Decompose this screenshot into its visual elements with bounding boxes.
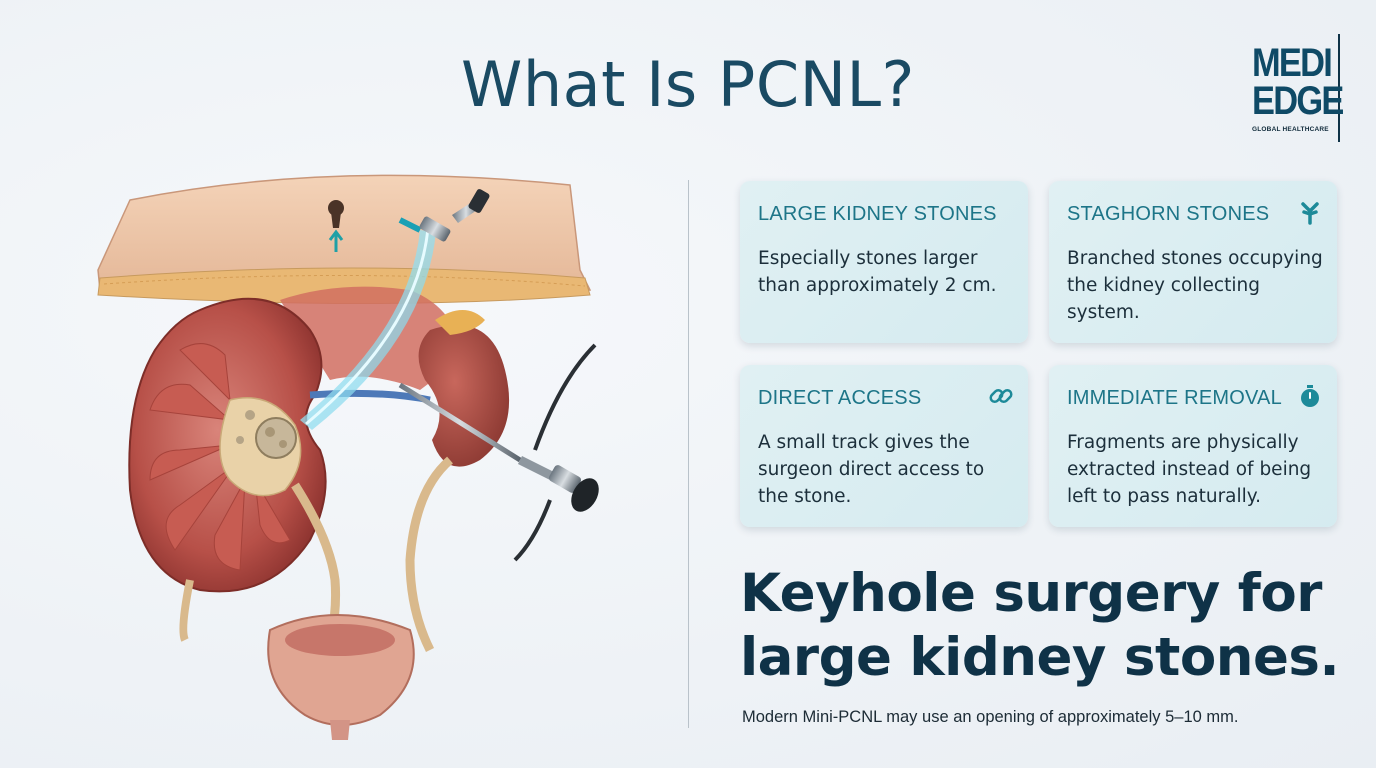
headline-line-2: large kidney stones. <box>740 627 1340 688</box>
card-heading: IMMEDIATE REMOVAL <box>1067 387 1282 409</box>
card-text: Fragments are physically extracted inste… <box>1067 432 1312 507</box>
card-heading: LARGE KIDNEY STONES <box>758 203 997 225</box>
logo-line-1: MEDI <box>1252 41 1333 85</box>
logo-tagline: GLOBAL HEALTHCARE <box>1252 126 1329 133</box>
card-immediate-removal: IMMEDIATE REMOVAL Fragments are physical… <box>1049 365 1337 527</box>
headline: Keyhole surgery for large kidney stones. <box>740 562 1360 690</box>
logo-line-2: EDGE <box>1252 79 1344 123</box>
pcnl-kidney-illustration <box>97 174 599 740</box>
headline-line-1: Keyhole surgery for <box>740 563 1322 624</box>
card-large-kidney-stones: LARGE KIDNEY STONES Especially stones la… <box>740 181 1028 343</box>
brand-logo: MEDI EDGE GLOBAL HEALTHCARE <box>1252 34 1344 142</box>
card-text: A small track gives the surgeon direct a… <box>758 432 985 507</box>
card-staghorn-stones: STAGHORN STONES Branched stones occupyin… <box>1049 181 1337 343</box>
card-text: Especially stones larger than approximat… <box>758 248 997 296</box>
vertical-divider <box>688 180 689 728</box>
page-title: What Is PCNL? <box>461 48 915 121</box>
card-heading: STAGHORN STONES <box>1067 203 1270 225</box>
link-icon <box>989 388 1013 404</box>
card-text: Branched stones occupying the kidney col… <box>1067 248 1323 323</box>
card-direct-access: DIRECT ACCESS A small track gives the su… <box>740 365 1028 527</box>
footnote: Modern Mini-PCNL may use an opening of a… <box>742 708 1239 726</box>
stopwatch-icon <box>1301 385 1319 407</box>
branched-stone-icon <box>1301 202 1319 225</box>
card-heading: DIRECT ACCESS <box>758 387 922 409</box>
